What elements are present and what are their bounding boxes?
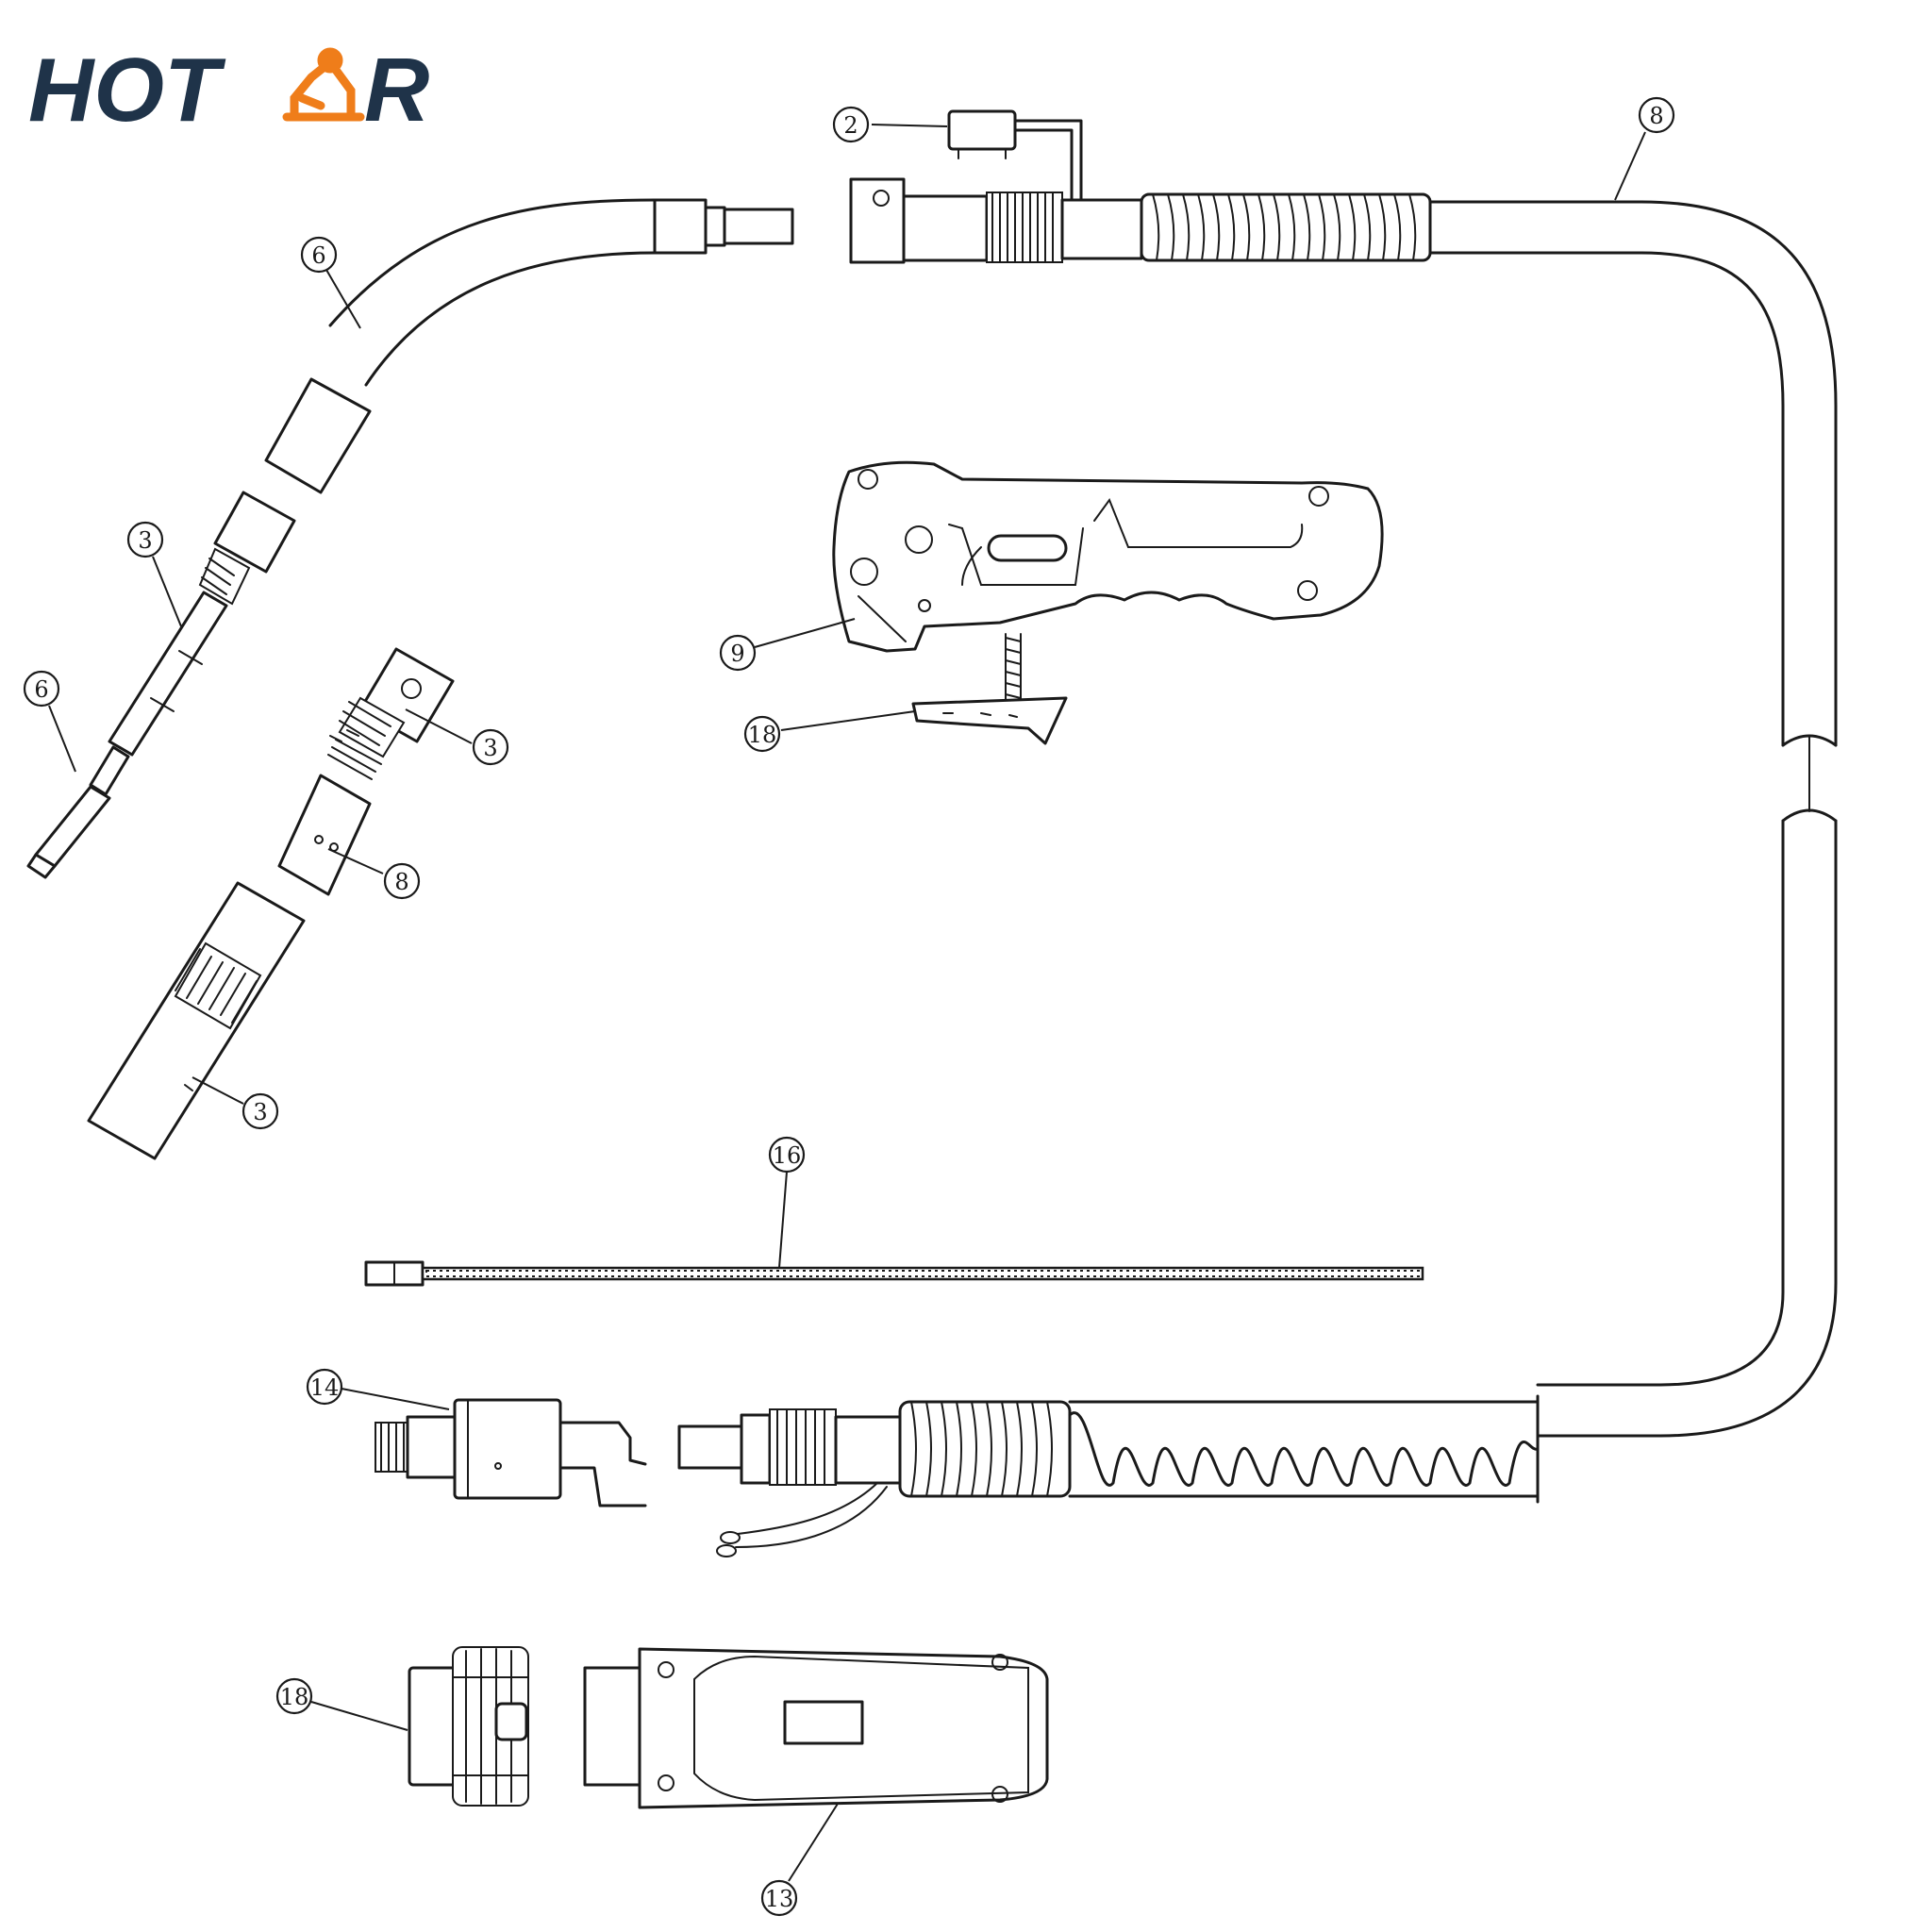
rear-fixture-part	[375, 1398, 647, 1507]
callout-label: 8	[394, 869, 408, 895]
callout-3-nozzle	[242, 1092, 279, 1130]
callout-16-liner	[768, 1136, 806, 1174]
handle-part	[832, 460, 1384, 653]
connector-body-part	[583, 1647, 1049, 1809]
callout-label: 16	[773, 1142, 802, 1169]
callout-label: 13	[765, 1886, 794, 1912]
callout-2	[832, 106, 870, 143]
callout-14-rear-fixture	[306, 1368, 343, 1406]
brand-logo: HOT R	[28, 40, 429, 141]
callout-3-diffuser	[126, 521, 164, 558]
callout-6-swan-neck	[300, 236, 338, 274]
robot-arm-icon	[282, 47, 365, 122]
callout-label: 9	[730, 641, 744, 667]
callout-13-connector-body	[760, 1879, 798, 1917]
callout-18-trigger	[743, 715, 781, 753]
callout-8-cable	[1638, 96, 1675, 134]
callout-6-contact-tip	[23, 670, 60, 708]
gas-diffuser-part	[108, 491, 296, 757]
callout-9-handle	[719, 634, 757, 672]
callout-label: 18	[280, 1684, 309, 1710]
gas-nozzle-part	[87, 881, 306, 1160]
callout-label: 14	[310, 1374, 340, 1401]
micro-switch-part	[947, 109, 1083, 202]
insulator-part	[277, 774, 372, 896]
neck-fixture-part	[849, 177, 1143, 264]
trigger-spring-part	[1005, 633, 1022, 703]
logo-text-left: HOT	[28, 40, 226, 141]
nozzle-nut-part	[327, 647, 455, 780]
callout-label: 18	[748, 722, 777, 748]
callout-label: 6	[34, 676, 48, 703]
callout-label: 3	[253, 1099, 267, 1125]
trigger-part	[911, 696, 1068, 745]
liner-part	[364, 1260, 1424, 1287]
callout-label: 6	[311, 242, 325, 269]
callout-label: 8	[1649, 103, 1663, 129]
callout-label: 2	[843, 112, 858, 139]
callout-label: 3	[138, 527, 152, 554]
callout-3-nut	[472, 728, 509, 766]
logo-text-right: R	[364, 40, 429, 141]
connector-nut-part	[408, 1646, 529, 1807]
contact-tip-part	[26, 745, 130, 879]
callout-8-insulator	[383, 862, 421, 900]
cable-rear-end-part	[677, 1394, 1540, 1557]
swan-neck-part	[264, 198, 794, 494]
torch-cable-part	[1140, 192, 1838, 1438]
callout-label: 3	[483, 735, 497, 761]
callout-18-connector-nut	[275, 1677, 313, 1715]
